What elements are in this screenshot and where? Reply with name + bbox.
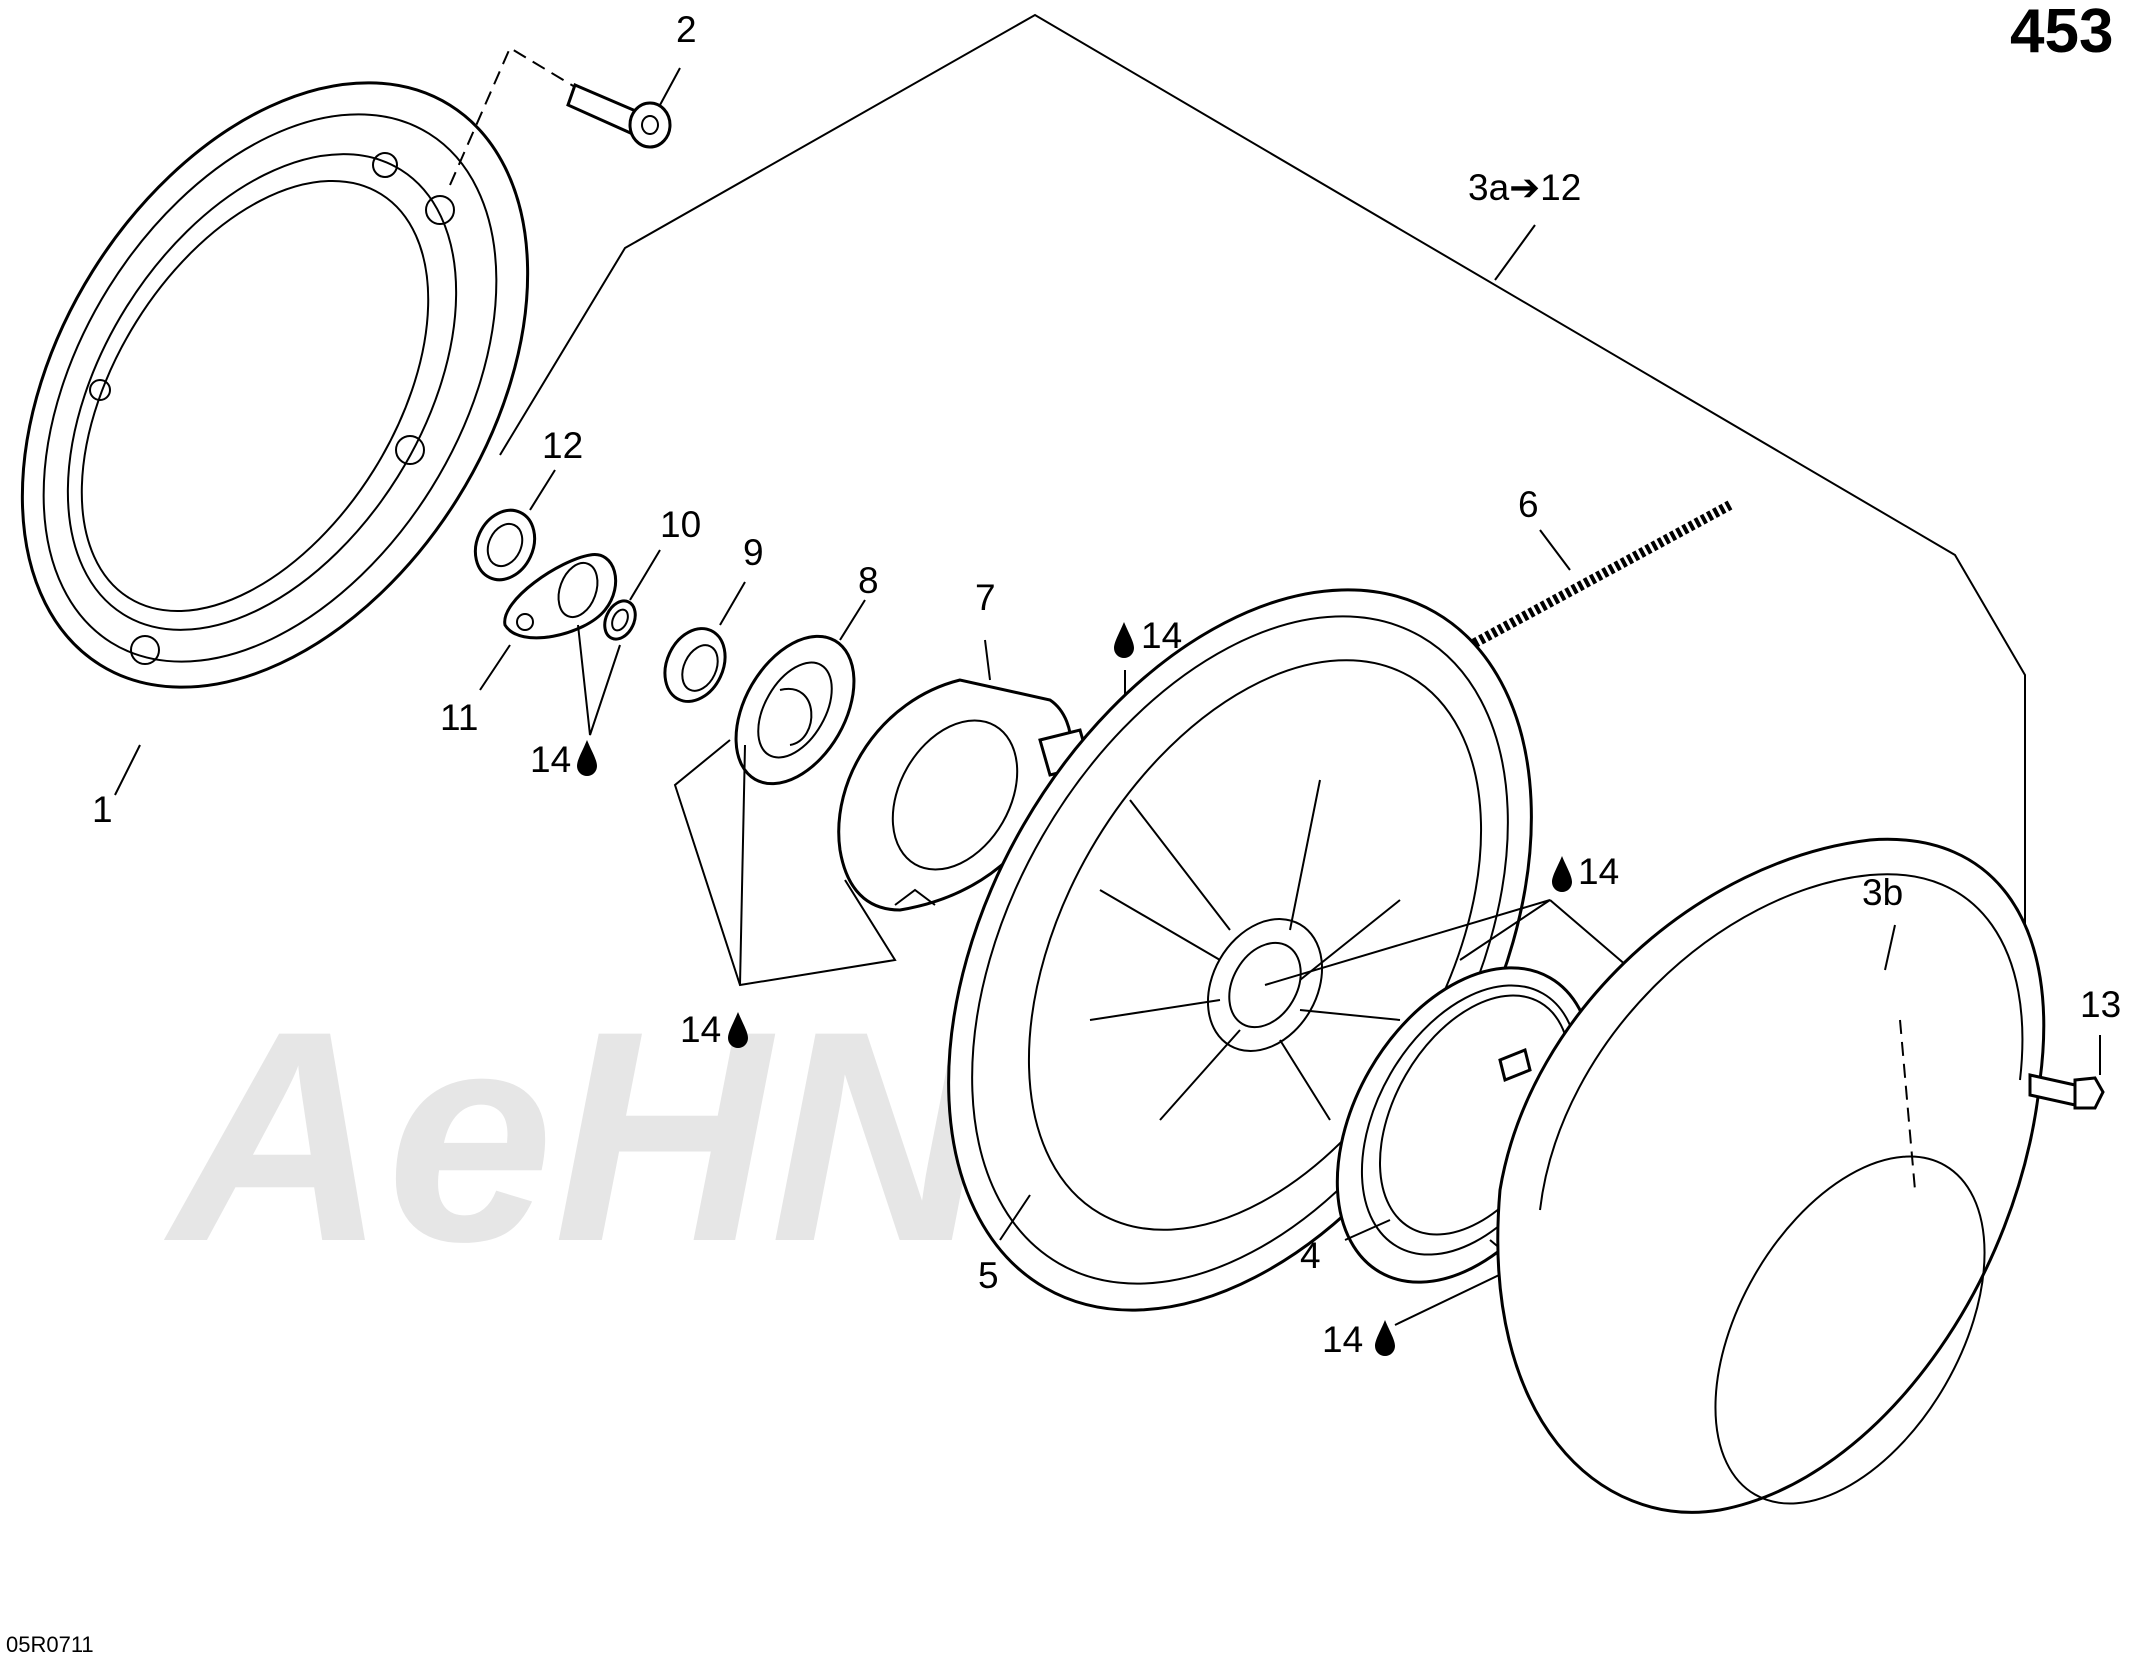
lube-callout-e: 14 — [1322, 1319, 1395, 1360]
part-3b-cover — [1496, 837, 2046, 1514]
callout-6: 6 — [1518, 484, 1539, 525]
leader-8 — [839, 599, 866, 641]
part-8-pawl — [734, 634, 856, 786]
part-10-ring — [603, 599, 637, 641]
watermark: AeHN — [161, 968, 996, 1304]
leader-9 — [719, 581, 746, 626]
page-number: 453 — [2010, 0, 2113, 66]
callout-5: 5 — [978, 1255, 999, 1296]
callout-3b: 3b — [1862, 872, 1903, 913]
leader-10 — [629, 549, 661, 601]
diagram-code: 05R0711 — [6, 1632, 94, 1657]
leader-3a — [1494, 224, 1536, 281]
watermark-text: AeHN — [161, 968, 996, 1304]
leader-11 — [479, 644, 511, 691]
lube-d-label: 14 — [1578, 851, 1619, 892]
leader-5 — [999, 1194, 1031, 1241]
callout-7: 7 — [975, 577, 996, 618]
callout-8: 8 — [858, 560, 879, 601]
part-9-bushing — [663, 627, 727, 703]
callout-12: 12 — [542, 425, 583, 466]
leader-lube-a — [577, 624, 621, 736]
leader-lube-c2 — [739, 744, 746, 986]
lube-c-label: 14 — [680, 1009, 721, 1050]
lube-e-label: 14 — [1322, 1319, 1363, 1360]
oil-drop-icon — [1552, 856, 1572, 892]
part-11-plate — [503, 553, 618, 640]
callout-2: 2 — [676, 9, 697, 50]
callout-11: 11 — [440, 697, 478, 738]
leader-7 — [984, 639, 991, 681]
lube-b-label: 14 — [1141, 615, 1182, 656]
oil-drop-icon — [1114, 622, 1134, 658]
part-2-bolt — [566, 82, 672, 149]
lube-callout-b: 14 — [1114, 615, 1182, 658]
oil-drop-icon — [1375, 1320, 1395, 1356]
leader-2 — [659, 67, 681, 106]
oil-drop-icon — [728, 1012, 748, 1048]
part-12-washer — [473, 508, 537, 582]
lube-callout-a: 14 — [530, 739, 597, 780]
oil-drop-icon — [577, 740, 597, 776]
leader-4 — [1344, 1219, 1391, 1241]
part-1-housing — [20, 81, 530, 689]
lube-callout-d: 14 — [1552, 851, 1619, 892]
callout-4: 4 — [1300, 1235, 1321, 1276]
leader-3b — [1884, 924, 1896, 971]
callout-10: 10 — [660, 504, 701, 545]
callout-13: 13 — [2080, 984, 2121, 1025]
callout-9: 9 — [743, 532, 764, 573]
axis-1-2 — [449, 46, 581, 186]
part-13-screw — [2028, 1073, 2105, 1110]
lube-a-label: 14 — [530, 739, 571, 780]
leader-12 — [529, 469, 556, 511]
part-6-rope — [1422, 500, 1733, 675]
leader-1 — [114, 744, 141, 796]
leader-6 — [1539, 529, 1571, 571]
lube-callout-c: 14 — [680, 1009, 748, 1050]
callout-3a: 3a➔12 — [1468, 167, 1581, 208]
group-3a-outline — [499, 13, 2026, 1020]
callout-1: 1 — [92, 789, 113, 830]
